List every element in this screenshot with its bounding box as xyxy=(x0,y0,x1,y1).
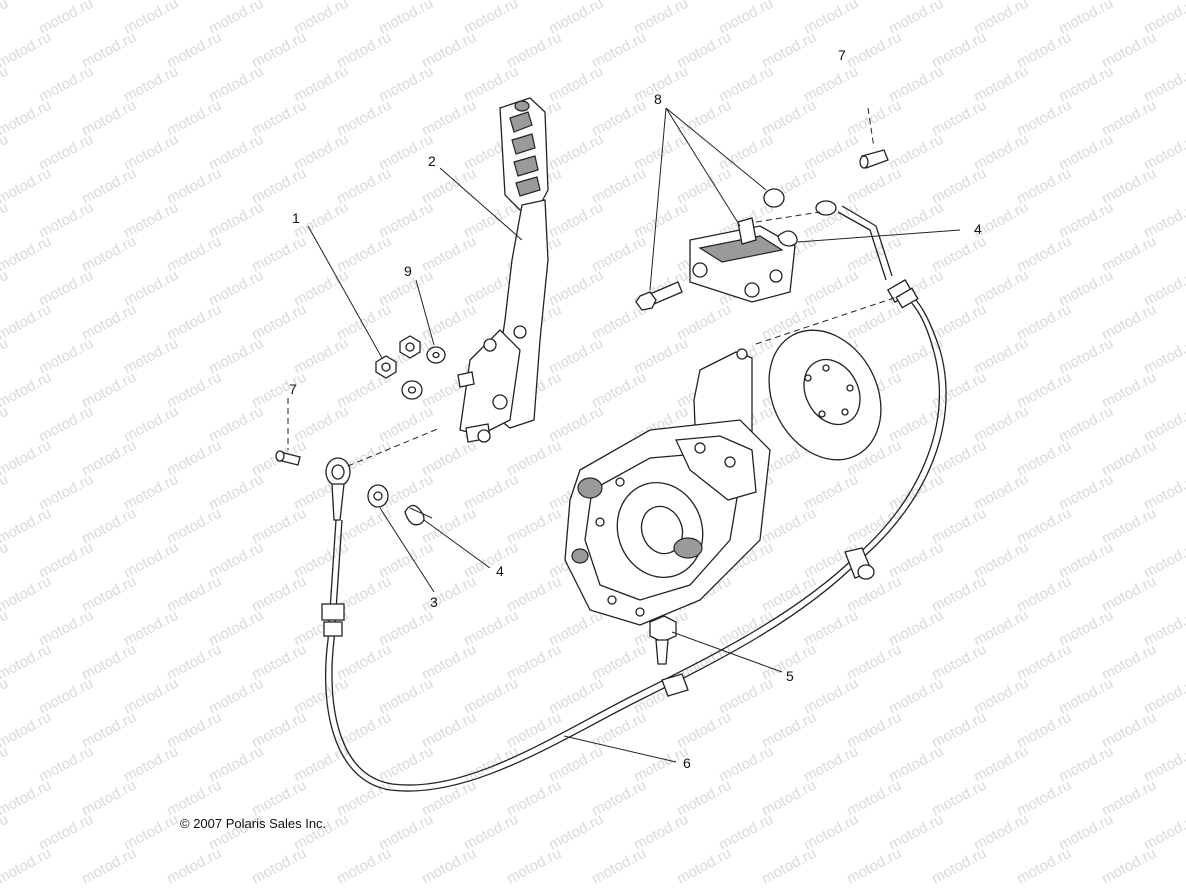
copyright-text: © 2007 Polaris Sales Inc. xyxy=(180,816,326,831)
watermark-text: motod.ru xyxy=(0,675,11,718)
brake-pedal xyxy=(457,97,549,443)
watermark-text: motod.ru xyxy=(0,641,54,684)
watermark-text: motod.ru xyxy=(0,369,54,412)
watermark-text: motod.ru xyxy=(1014,845,1074,888)
callout-5: 5 xyxy=(786,668,794,684)
watermark-text: motod.ru xyxy=(0,471,11,514)
leader-lines xyxy=(307,107,961,763)
watermark-text: motod.ru xyxy=(0,743,11,786)
watermark-text: motod.ru xyxy=(419,845,479,888)
callout-2: 2 xyxy=(428,153,436,169)
callout-3: 3 xyxy=(430,594,438,610)
watermark-text: motod.ru xyxy=(0,301,54,344)
callout-4-left: 4 xyxy=(496,563,504,579)
watermark-text: motod.ru xyxy=(0,845,54,888)
watermark-text: motod.ru xyxy=(0,233,54,276)
watermark-text: motod.ru xyxy=(0,403,11,446)
watermark-text: motod.ru xyxy=(929,845,989,888)
watermark-text: motod.ru xyxy=(79,845,139,888)
watermark-text: motod.ru xyxy=(589,845,649,888)
watermark-text: motod.ru xyxy=(0,335,11,378)
clip-4-right xyxy=(777,230,798,247)
watermark-text: motod.ru xyxy=(0,811,11,854)
callout-9: 9 xyxy=(404,263,412,279)
watermark-text: motod.ru xyxy=(0,505,54,548)
washer-9 xyxy=(426,346,446,364)
cap-8 xyxy=(763,188,785,208)
callout-8: 8 xyxy=(654,91,662,107)
watermark-text: motod.ru xyxy=(0,63,11,106)
watermark-text: motod.ru xyxy=(0,607,11,650)
watermark-text: motod.ru xyxy=(0,267,11,310)
watermark-text: motod.ru xyxy=(0,29,54,72)
bolt-8 xyxy=(635,281,683,311)
nut-1 xyxy=(375,355,397,379)
watermark-text: motod.ru xyxy=(0,97,54,140)
watermark-text: motod.ru xyxy=(0,165,54,208)
watermark-text: motod.ru xyxy=(0,777,54,820)
watermark-text: motod.ru xyxy=(674,845,734,888)
watermark-text: motod.ru xyxy=(504,845,564,888)
clip-4-left xyxy=(404,504,433,526)
watermark-text: motod.ru xyxy=(0,199,11,242)
watermark-text: motod.ru xyxy=(249,845,309,888)
callout-1: 1 xyxy=(292,210,300,226)
watermark-text: motod.ru xyxy=(759,845,819,888)
watermark-text: motod.ru xyxy=(844,845,904,888)
brake-cable xyxy=(321,200,947,792)
cable-clevis xyxy=(325,457,351,521)
washer-3 xyxy=(367,484,389,508)
bolt-5 xyxy=(649,615,677,665)
callout-4-right: 4 xyxy=(974,221,982,237)
nut-9 xyxy=(399,335,421,359)
watermark-text: motod.ru xyxy=(0,437,54,480)
transmission xyxy=(564,419,771,626)
brake-caliper xyxy=(689,211,821,303)
watermark-text: motod.ru xyxy=(334,845,394,888)
watermark-text: motod.ru xyxy=(1099,845,1159,888)
watermark-text: motod.ru xyxy=(0,539,11,582)
pin-7-left xyxy=(275,398,301,466)
callout-7-right: 7 xyxy=(838,47,846,63)
callout-7-left: 7 xyxy=(289,381,297,397)
watermark-text: motod.ru xyxy=(0,131,11,174)
watermark-text: motod.ru xyxy=(0,573,54,616)
watermark-text: motod.ru xyxy=(0,709,54,752)
pin-7-right xyxy=(859,107,889,169)
watermark-text: motod.ru xyxy=(0,0,11,38)
callout-6: 6 xyxy=(683,755,691,771)
washer-center xyxy=(401,380,423,400)
brake-disc xyxy=(755,295,901,461)
watermark-text: motod.ru xyxy=(0,0,54,4)
watermark-text: motod.ru xyxy=(164,845,224,888)
